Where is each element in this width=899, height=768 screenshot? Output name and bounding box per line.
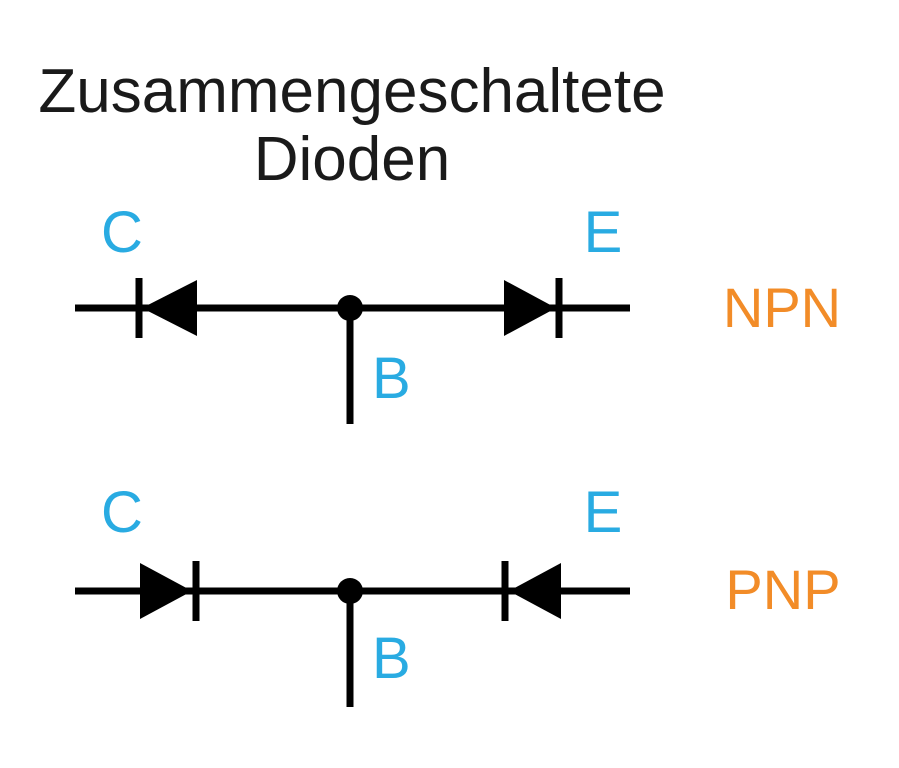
npn-base-label: B	[372, 346, 411, 411]
pnp-emitter-diode-triangle	[509, 563, 561, 619]
npn-circuit: C E B NPN	[75, 200, 841, 424]
npn-emitter-diode-triangle	[504, 280, 556, 336]
pnp-base-label: B	[372, 626, 411, 691]
npn-collector-diode-triangle	[142, 280, 197, 336]
pnp-collector-label: C	[101, 480, 143, 545]
diagram-title-line2: Dioden	[254, 125, 450, 194]
npn-collector-label: C	[101, 200, 143, 265]
npn-emitter-label: E	[584, 200, 623, 265]
pnp-emitter-label: E	[584, 480, 623, 545]
pnp-collector-diode-triangle	[140, 563, 192, 619]
pnp-type-label: PNP	[725, 558, 840, 621]
npn-type-label: NPN	[723, 276, 841, 339]
pnp-circuit: C E B PNP	[75, 480, 841, 707]
diagram-title-line1: Zusammengeschaltete	[38, 57, 665, 126]
